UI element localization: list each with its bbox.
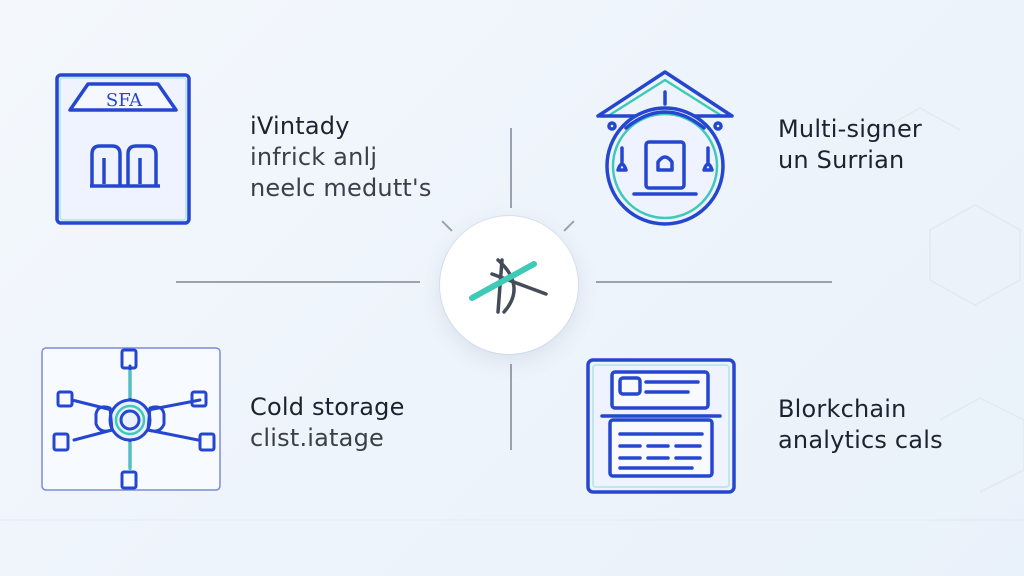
label-bottom-left-line-2: clist.iatage bbox=[250, 424, 384, 452]
dome-building-icon bbox=[590, 66, 740, 230]
label-top-right: Multi-signer un Surrian bbox=[778, 114, 922, 176]
label-top-left-line-3: neelc medutt's bbox=[250, 174, 432, 202]
label-top-right-line-1: Multi-signer bbox=[778, 115, 922, 143]
center-hub bbox=[440, 216, 578, 354]
connector-line-left bbox=[176, 281, 420, 283]
label-bottom-right-line-2: analytics cals bbox=[778, 426, 943, 454]
label-top-left-line-1: iVintady bbox=[250, 112, 350, 140]
label-bottom-right: Blorkchain analytics cals bbox=[778, 394, 943, 456]
label-bottom-right-line-1: Blorkchain bbox=[778, 395, 907, 423]
storefront-icon: SFA bbox=[50, 68, 198, 232]
network-nodes-icon bbox=[40, 344, 224, 498]
label-bottom-left: Cold storage clist.iatage bbox=[250, 392, 405, 454]
crossed-tools-icon bbox=[469, 258, 548, 314]
label-top-right-line-2: un Surrian bbox=[778, 146, 905, 174]
label-bottom-left-line-1: Cold storage bbox=[250, 393, 405, 421]
connector-line-right bbox=[596, 281, 832, 283]
connector-line-bottom bbox=[510, 364, 512, 450]
label-top-left: iVintady infrick anlj neelc medutt's bbox=[250, 111, 432, 204]
dashboard-screen-icon bbox=[584, 356, 738, 500]
connector-line-top bbox=[510, 128, 512, 208]
storefront-sign: SFA bbox=[105, 90, 143, 111]
label-top-left-line-2: infrick anlj bbox=[250, 143, 378, 171]
